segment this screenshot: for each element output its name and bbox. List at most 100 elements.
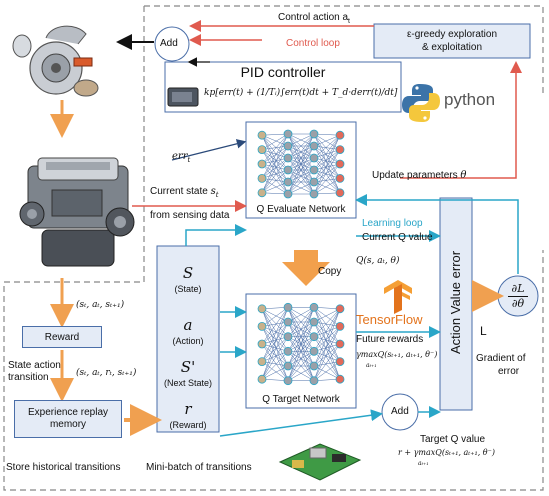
target-formula: r + γmaxQ(sₜ₊₁, aₜ₊₁, θ⁻) (398, 448, 495, 457)
tuple-state-label: (sₜ, aₜ, sₜ₊₁) (76, 300, 125, 310)
tuple-transition-label: (sₜ, aₜ, rₜ, sₜ₊₁) (76, 368, 137, 378)
q-target-label: Q Target Network (262, 394, 340, 405)
neuron-node (257, 159, 267, 169)
neuron-node (335, 339, 345, 349)
batch-s: S (182, 264, 194, 282)
neuron-node (257, 321, 267, 331)
neuron-node (283, 189, 293, 199)
batch-a-label: (Action) (172, 336, 204, 346)
q-evaluate-neural-net-icon (257, 129, 345, 199)
python-logo-icon (402, 84, 440, 122)
neuron-node (257, 357, 267, 367)
neuron-node (309, 165, 319, 175)
top-dashed-frame (144, 5, 544, 95)
neuron-node (309, 141, 319, 151)
neuron-node (283, 302, 293, 312)
neuron-node (335, 130, 345, 140)
neuron-node (335, 374, 345, 384)
future-rewards-label: Future rewards (356, 334, 424, 345)
neuron-node (335, 173, 345, 183)
q-formula: Q(s, aₜ, θ) (356, 256, 400, 266)
grad-denominator: ∂θ (511, 297, 525, 310)
neuron-node (335, 145, 345, 155)
neuron-node (283, 317, 293, 327)
control-action-label: Control action at (278, 12, 350, 25)
mini-batch-panel (156, 245, 220, 433)
current-q-label: Current Q value (362, 232, 433, 243)
engine-image (19, 157, 135, 267)
neuron-node (309, 361, 319, 371)
loss-L-label: L (480, 324, 487, 338)
neuron-node (309, 376, 319, 386)
neuron-node (309, 346, 319, 356)
neuron-node (257, 145, 267, 155)
neuron-node (309, 189, 319, 199)
future-formula-sub: aₜ₊₁ (366, 362, 377, 369)
neuron-node (283, 376, 293, 386)
batch-sp-label: (Next State) (163, 378, 212, 388)
neuron-node (257, 374, 267, 384)
batch-sp: S' (180, 358, 196, 376)
egreedy-label: ε-greedy exploration& exploitation (406, 29, 498, 53)
add-top-label: Add (160, 38, 178, 49)
current-state-label: Current state st (150, 186, 219, 199)
neuron-node (283, 361, 293, 371)
neuron-node (309, 129, 319, 139)
neuron-node (283, 129, 293, 139)
pid-title: PID controller (240, 64, 326, 80)
turbocharger-image (12, 25, 99, 97)
neuron-node (257, 130, 267, 140)
pid-panel (164, 61, 402, 113)
neuron-node (283, 177, 293, 187)
update-parameters-label: Update parameters θ (372, 170, 467, 181)
neuron-node (257, 339, 267, 349)
neuron-node (283, 346, 293, 356)
action-value-error-label: Action Value error (448, 250, 463, 354)
err-label: errt (172, 151, 191, 164)
batch-r: r (184, 400, 192, 418)
grad-fraction-bar (508, 296, 528, 297)
neuron-node (309, 153, 319, 163)
batch-s-label: (State) (174, 284, 202, 294)
action-value-error-panel (439, 197, 473, 411)
tensorflow-logo-icon (384, 280, 412, 314)
neuron-node (309, 317, 319, 327)
update-parameters-arrow (400, 61, 522, 179)
target-q-label: Target Q value (420, 434, 486, 445)
batch-a: a (183, 316, 193, 334)
neuron-node (257, 304, 267, 314)
q-evaluate-label: Q Evaluate Network (256, 204, 346, 215)
reward-box: Reward (22, 326, 102, 348)
egreedy-box (373, 23, 531, 59)
tensorflow-logo-text: TensorFlow (356, 312, 423, 327)
neuron-node (335, 304, 345, 314)
q-target-neural-net-icon (257, 302, 345, 386)
python-logo-text: python (444, 90, 496, 109)
neuron-node (283, 332, 293, 342)
neuron-node (309, 302, 319, 312)
future-formula: γmaxQ(sₜ₊₁, aₜ₊₁, θ⁻) (356, 350, 438, 359)
neuron-node (283, 165, 293, 175)
pid-formula: kp[err(t) + (1/Tᵢ)∫err(t)dt + T_d·derr(t… (204, 88, 398, 98)
neuron-node (309, 177, 319, 187)
batch-r-label: (Reward) (169, 420, 207, 430)
neuron-node (257, 173, 267, 183)
err-arrow (171, 139, 247, 161)
neuron-node (335, 321, 345, 331)
add-bottom-label: Add (391, 406, 409, 417)
store-historical-label: Store historical transitions (6, 462, 121, 473)
grad-numerator: ∂L (511, 282, 525, 295)
mini-batch-label: Mini-batch of transitions (146, 462, 252, 473)
copy-label: Copy (318, 266, 342, 277)
raspberry-pi-board-image (278, 443, 362, 481)
copy-arrow (282, 250, 330, 286)
neuron-node (335, 188, 345, 198)
neuron-node (257, 188, 267, 198)
neuron-node (283, 153, 293, 163)
learning-loop-label: Learning loop (362, 218, 423, 229)
